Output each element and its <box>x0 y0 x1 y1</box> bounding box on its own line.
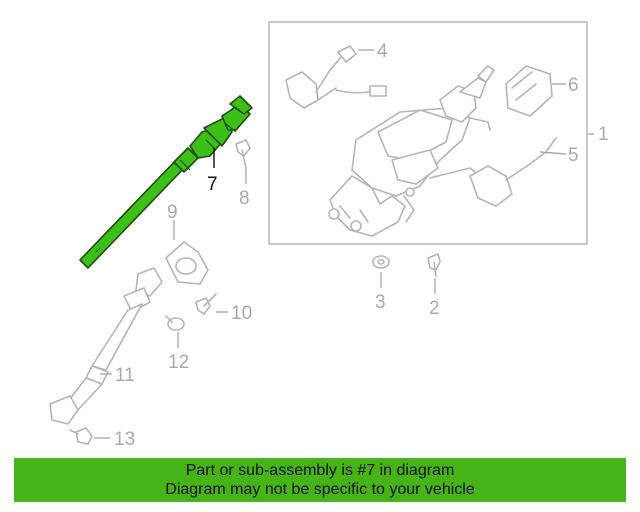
part-2-bolt <box>427 253 441 277</box>
callout-12: 12 <box>168 352 189 373</box>
callout-5: 5 <box>568 145 579 166</box>
steering-column-assembly <box>328 65 495 237</box>
callout-2: 2 <box>429 298 440 319</box>
callout-6: 6 <box>568 75 579 96</box>
part-7-highlighted-shaft <box>79 95 253 269</box>
callout-4: 4 <box>377 41 388 62</box>
callout-1: 1 <box>598 124 609 145</box>
callout-8: 8 <box>239 188 250 209</box>
part-8-bolt <box>235 139 251 169</box>
part-10-bolt <box>195 293 217 315</box>
callout-10: 10 <box>231 303 252 324</box>
callout-7: 7 <box>207 174 218 195</box>
part-9-boot <box>165 241 209 285</box>
banner-line-1: Part or sub-assembly is #7 in diagram <box>185 462 455 479</box>
part-11-intermediate-shaft <box>49 267 163 425</box>
callout-11: 11 <box>115 365 135 386</box>
banner-line-2: Diagram may not be specific to your vehi… <box>165 481 475 498</box>
callout-13: 13 <box>114 429 135 450</box>
leader-lines <box>94 49 594 439</box>
part-12-nut <box>165 315 185 331</box>
info-banner: Part or sub-assembly is #7 in diagram Di… <box>14 458 626 502</box>
callout-labels: 4 6 1 5 7 8 9 10 11 12 13 3 2 <box>114 41 609 450</box>
callout-9: 9 <box>167 202 178 223</box>
assembly-box <box>268 21 588 245</box>
callout-3: 3 <box>375 292 386 313</box>
part-6-switch <box>505 65 553 117</box>
part-3-grommet <box>372 255 390 269</box>
part-5-sensor <box>469 137 557 207</box>
part-13-bolt <box>69 427 93 445</box>
part-4-harness <box>285 45 387 109</box>
